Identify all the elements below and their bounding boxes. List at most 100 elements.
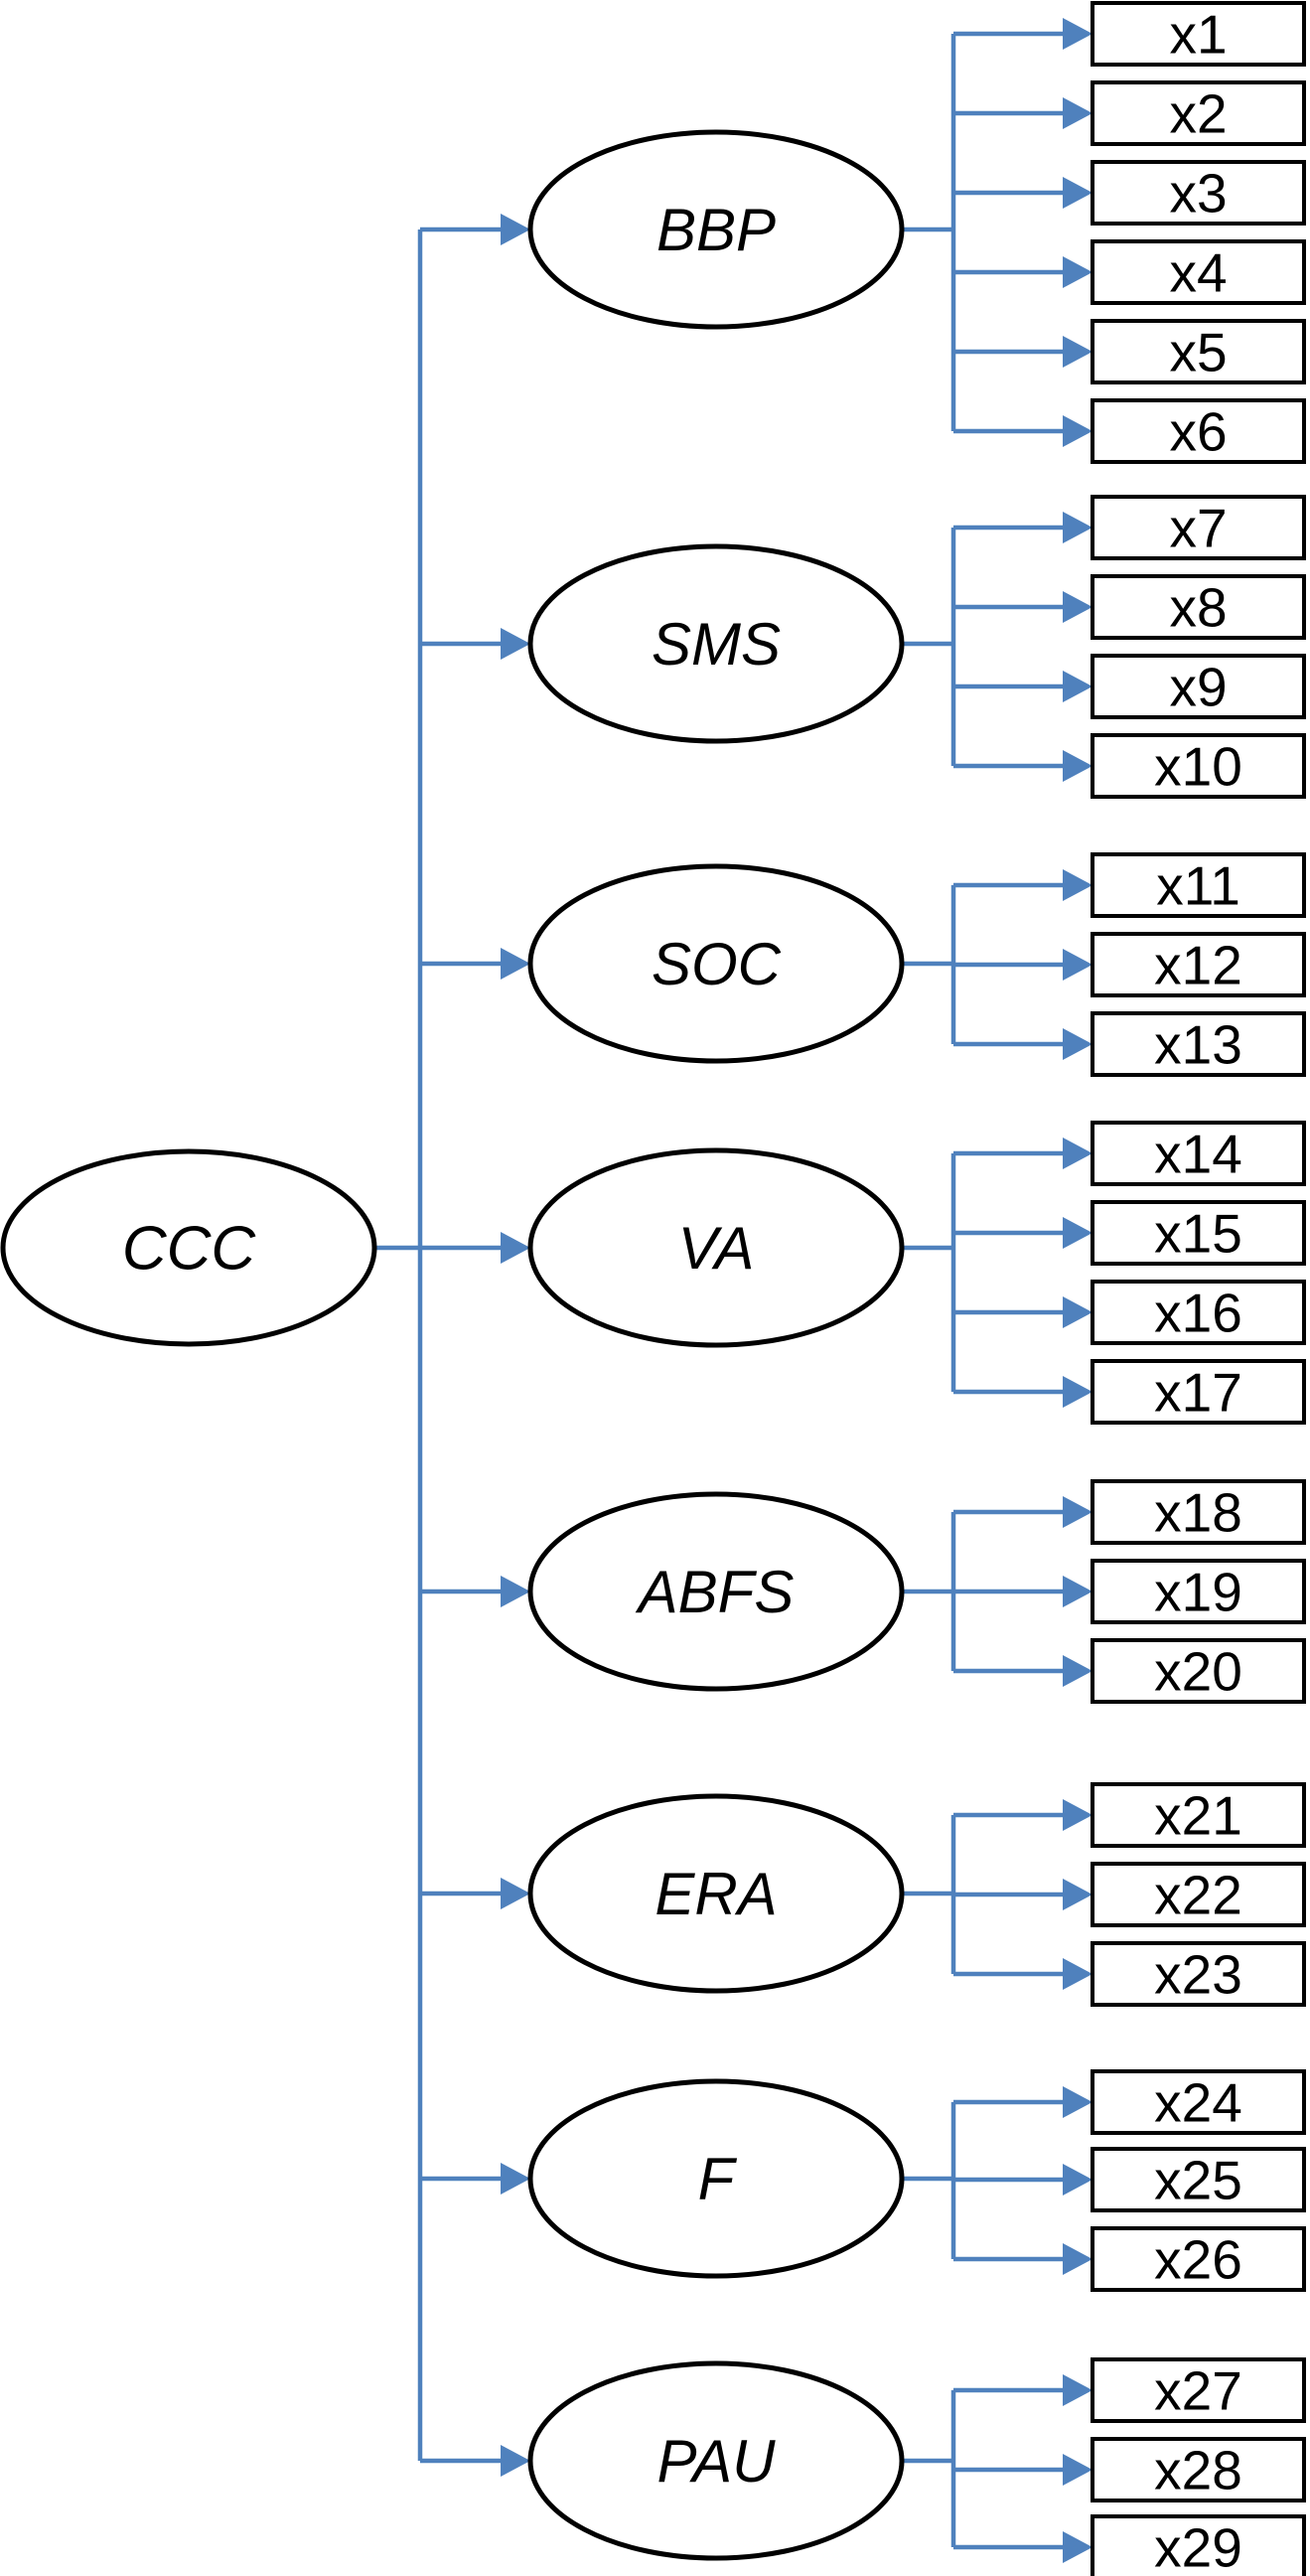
latent-label-pau: PAU	[657, 2428, 777, 2495]
indicator-box-x23	[1091, 1941, 1306, 2007]
arrow-bbp-to-x4-arrowhead	[1063, 256, 1092, 288]
arrow-bbp-to-x1-arrowhead	[1063, 18, 1092, 50]
arrow-ccc-to-sms-arrowhead	[501, 628, 530, 660]
arrow-va-to-x16-arrowhead	[1063, 1296, 1092, 1328]
indicator-label-x24: x24	[1154, 2071, 1242, 2133]
arrow-ccc-to-f-arrowhead	[501, 2163, 530, 2195]
indicator-label-x9: x9	[1169, 656, 1227, 717]
indicator-box-x1	[1091, 1, 1306, 67]
indicator-label-x22: x22	[1154, 1864, 1242, 1925]
indicator-box-x3	[1091, 160, 1306, 226]
indicator-label-x28: x28	[1154, 2439, 1242, 2500]
indicator-box-x24	[1091, 2069, 1306, 2135]
indicator-box-x15	[1091, 1200, 1306, 1266]
arrow-soc-to-x13-arrowhead	[1063, 1028, 1092, 1060]
latent-ellipse-sms	[527, 543, 905, 744]
indicator-label-x27: x27	[1154, 2359, 1242, 2421]
indicator-label-x20: x20	[1154, 1640, 1242, 1702]
arrow-f-to-x25-arrowhead	[1063, 2164, 1092, 2196]
indicator-label-x3: x3	[1169, 162, 1227, 224]
arrow-ccc-to-abfs-arrowhead	[501, 1576, 530, 1607]
arrow-va-to-x14-arrowhead	[1063, 1137, 1092, 1169]
arrow-pau-to-x27-arrowhead	[1063, 2374, 1092, 2406]
indicator-label-x15: x15	[1154, 1202, 1242, 1264]
indicator-label-x25: x25	[1154, 2149, 1242, 2210]
arrow-f-to-x26-arrowhead	[1063, 2243, 1092, 2275]
arrow-sms-to-x7-arrowhead	[1063, 512, 1092, 543]
latent-label-ccc: CCC	[122, 1215, 257, 1284]
indicator-box-x5	[1091, 319, 1306, 384]
indicator-label-x12: x12	[1154, 934, 1242, 995]
latent-label-soc: SOC	[652, 931, 782, 997]
indicator-box-x21	[1091, 1782, 1306, 1848]
arrow-va-to-x17-arrowhead	[1063, 1376, 1092, 1408]
indicator-box-x10	[1091, 733, 1306, 799]
indicator-box-x8	[1091, 574, 1306, 640]
latent-label-sms: SMS	[652, 611, 781, 678]
indicator-label-x5: x5	[1169, 321, 1227, 382]
arrow-abfs-to-x19-arrowhead	[1063, 1576, 1092, 1607]
arrow-abfs-to-x18-arrowhead	[1063, 1496, 1092, 1528]
indicator-box-x18	[1091, 1479, 1306, 1545]
indicator-label-x18: x18	[1154, 1481, 1242, 1543]
indicator-label-x16: x16	[1154, 1282, 1242, 1343]
arrow-va-to-x15-arrowhead	[1063, 1217, 1092, 1249]
indicator-box-x16	[1091, 1280, 1306, 1345]
indicator-box-x13	[1091, 1011, 1306, 1077]
indicator-box-x14	[1091, 1121, 1306, 1186]
indicator-label-x17: x17	[1154, 1361, 1242, 1423]
indicator-box-x12	[1091, 932, 1306, 997]
indicator-box-x27	[1091, 2357, 1306, 2423]
latent-ellipse-f	[527, 2078, 905, 2279]
indicator-box-x9	[1091, 654, 1306, 719]
arrow-era-to-x23-arrowhead	[1063, 1958, 1092, 1990]
arrow-era-to-x21-arrowhead	[1063, 1799, 1092, 1831]
latent-ellipse-abfs	[527, 1491, 905, 1692]
indicator-box-x7	[1091, 495, 1306, 560]
indicator-box-x6	[1091, 398, 1306, 464]
latent-label-f: F	[698, 2146, 738, 2212]
indicator-label-x19: x19	[1154, 1561, 1242, 1622]
arrow-ccc-to-bbp-arrowhead	[501, 214, 530, 245]
indicator-label-x29: x29	[1154, 2516, 1242, 2576]
latent-label-era: ERA	[655, 1861, 777, 1927]
indicator-box-x20	[1091, 1638, 1306, 1704]
arrow-sms-to-x10-arrowhead	[1063, 750, 1092, 782]
indicator-box-x17	[1091, 1359, 1306, 1425]
arrow-soc-to-x12-arrowhead	[1063, 949, 1092, 981]
arrow-ccc-to-va-arrowhead	[501, 1232, 530, 1264]
indicator-label-x14: x14	[1154, 1123, 1242, 1184]
arrow-bbp-to-x6-arrowhead	[1063, 415, 1092, 447]
indicator-label-x26: x26	[1154, 2228, 1242, 2290]
indicator-label-x2: x2	[1169, 82, 1227, 144]
latent-ellipse-soc	[527, 863, 905, 1064]
indicator-box-x2	[1091, 80, 1306, 146]
indicator-label-x7: x7	[1169, 497, 1227, 558]
arrow-era-to-x22-arrowhead	[1063, 1879, 1092, 1910]
indicator-label-x11: x11	[1156, 854, 1240, 916]
arrow-sms-to-x9-arrowhead	[1063, 671, 1092, 702]
indicator-box-x22	[1091, 1862, 1306, 1927]
arrow-soc-to-x11-arrowhead	[1063, 869, 1092, 901]
indicator-label-x8: x8	[1169, 576, 1227, 638]
latent-label-va: VA	[678, 1215, 755, 1282]
indicator-label-x10: x10	[1154, 735, 1242, 797]
indicator-box-x26	[1091, 2226, 1306, 2292]
connector-lines-layer	[374, 18, 1092, 2563]
latent-ellipse-pau	[527, 2360, 905, 2561]
latent-label-abfs: ABFS	[636, 1559, 795, 1625]
arrow-pau-to-x28-arrowhead	[1063, 2454, 1092, 2486]
indicator-label-x6: x6	[1169, 400, 1227, 462]
latent-ellipse-bbp	[527, 129, 905, 330]
arrow-ccc-to-era-arrowhead	[501, 1878, 530, 1909]
arrow-bbp-to-x2-arrowhead	[1063, 97, 1092, 129]
arrow-ccc-to-soc-arrowhead	[501, 948, 530, 980]
arrow-ccc-to-pau-arrowhead	[501, 2445, 530, 2477]
indicator-box-x4	[1091, 239, 1306, 305]
arrow-abfs-to-x20-arrowhead	[1063, 1655, 1092, 1687]
indicator-box-x11	[1091, 852, 1306, 918]
indicator-label-x13: x13	[1154, 1013, 1242, 1075]
indicator-box-x29	[1091, 2514, 1306, 2576]
latent-label-bbp: BBP	[656, 197, 776, 263]
